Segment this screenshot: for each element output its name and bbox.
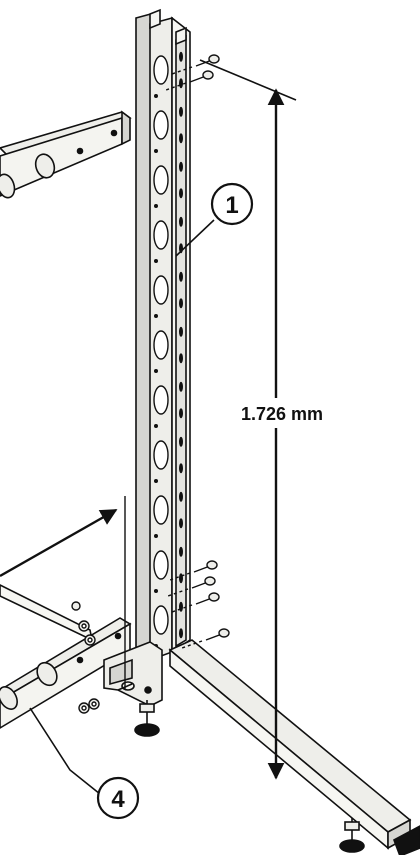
upright-dot [154,204,158,208]
screws [165,54,230,649]
upright-slot [179,546,183,557]
upright-hole [153,110,169,140]
callout-4-label: 4 [111,786,125,813]
height-dimension: 1.726 mm [199,59,342,780]
upright-hole [153,605,169,635]
upright-slot [179,106,183,117]
crossbar-hole [34,153,56,179]
upright-hole [153,385,169,415]
crossbar-hole [36,661,58,687]
upright-slot [179,78,183,89]
upright-hole [153,55,169,85]
callout-4: 4 [29,707,140,820]
callout-1: 1 [175,182,254,257]
screw [165,70,214,91]
crossbar-hole [0,686,18,710]
upright-slot [179,133,183,144]
upright-hole [153,495,169,525]
upright-hole [153,440,169,470]
crossbar-hole [0,173,16,199]
upright-hole [153,275,169,305]
upright-dot [154,424,158,428]
screw [169,560,218,581]
nut-washer [71,601,100,714]
upright-slot [179,573,183,584]
upright-dot [154,369,158,373]
upright-slot [179,353,183,364]
leveling-foot [339,818,365,853]
upright-dot [154,94,158,98]
upright-slot [179,601,183,612]
upright-hole [153,165,169,195]
upright-slot [179,271,183,282]
top-crossbar [0,110,132,199]
upright-slot [179,518,183,529]
upright-slot [179,381,183,392]
screw [171,592,220,613]
upright-dot [154,534,158,538]
screw [167,576,216,597]
upright-slot [179,408,183,419]
upright-slot [179,298,183,309]
upright-slot [179,491,183,502]
upright-slot [179,161,183,172]
lower-crossbar [0,584,132,729]
height-dimension-label: 1.726 mm [241,404,323,424]
base-rail [168,639,420,855]
upright-hole [153,220,169,250]
width-dimension [0,496,126,690]
upright-slot [179,463,183,474]
upright-slot [179,188,183,199]
upright-slot [179,436,183,447]
upright-dot [154,314,158,318]
upright-slot [179,628,183,639]
upright-slot [179,51,183,62]
callout-1-label: 1 [225,192,238,219]
upright-dot [154,479,158,483]
upright-slot [179,326,183,337]
upright-dot [154,149,158,153]
screw [181,628,230,649]
screw [171,54,220,75]
upright-holes [153,51,183,648]
leveling-foot [134,700,160,737]
upright-slot [179,216,183,227]
upright-hole [153,330,169,360]
upright-dot [154,589,158,593]
upright-dot [154,259,158,263]
upright-hole [153,550,169,580]
